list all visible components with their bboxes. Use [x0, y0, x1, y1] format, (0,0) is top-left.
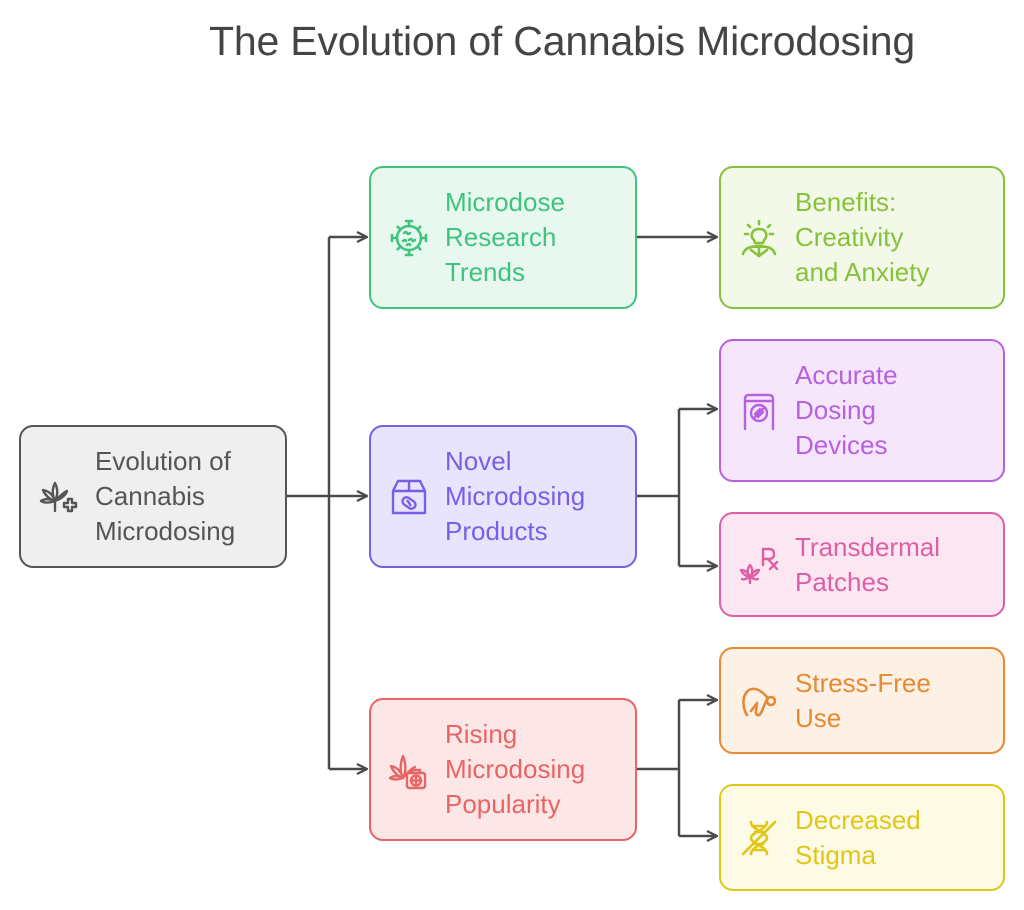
node-accurate-dosing-devices[interactable]: Accurate Dosing Devices [719, 339, 1005, 482]
node-microdose-research-trends[interactable]: Microdose Research Trends [369, 166, 637, 309]
dosing-device-icon [737, 389, 781, 433]
edge-products-trunk [637, 409, 681, 566]
cannabis-rx-icon [737, 543, 781, 587]
cannabis-plus-icon [37, 475, 81, 519]
node-label: Evolution of Cannabis Microdosing [95, 446, 236, 546]
edge-popularity-trunk [637, 700, 681, 836]
node-decreased-stigma[interactable]: Decreased Stigma [719, 784, 1005, 891]
node-label: Stress-Free Use [795, 667, 931, 733]
node-transdermal-patches[interactable]: Transdermal Patches [719, 512, 1005, 617]
edge-root-trunk [287, 237, 331, 769]
node-label: Transdermal Patches [795, 531, 940, 597]
node-stress-free-use[interactable]: Stress-Free Use [719, 647, 1005, 754]
node-label: Novel Microdosing Products [445, 446, 586, 546]
dna-crossed-icon [737, 816, 781, 860]
diagram-title: The Evolution of Cannabis Microdosing [209, 18, 915, 64]
node-novel-microdosing-products[interactable]: Novel Microdosing Products [369, 425, 637, 568]
node-rising-microdosing-popularity[interactable]: Rising Microdosing Popularity [369, 698, 637, 841]
node-label: Rising Microdosing Popularity [445, 719, 586, 819]
cannabis-medkit-icon [387, 748, 431, 792]
node-label: Microdose Research Trends [445, 187, 565, 287]
yoga-pose-icon [737, 679, 781, 723]
node-label: Decreased Stigma [795, 804, 921, 870]
node-label: Accurate Dosing Devices [795, 360, 898, 460]
node-label: Benefits: Creativity and Anxiety [795, 187, 930, 287]
box-pill-icon [387, 475, 431, 519]
node-evolution-of-cannabis-microdosing[interactable]: Evolution of Cannabis Microdosing [19, 425, 287, 568]
virus-icon [387, 216, 431, 260]
node-benefits-creativity-anxiety[interactable]: Benefits: Creativity and Anxiety [719, 166, 1005, 309]
lightbulb-head-icon [737, 216, 781, 260]
